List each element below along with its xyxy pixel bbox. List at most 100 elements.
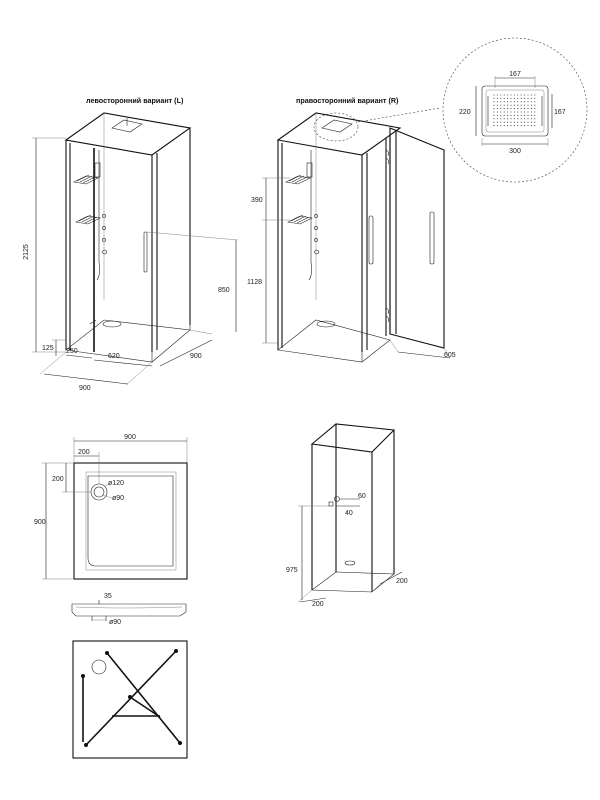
nozzle	[527, 108, 529, 110]
connection-offset-right-dim: 200	[396, 578, 408, 585]
nozzle	[493, 118, 495, 120]
nozzle	[493, 111, 495, 113]
nozzle	[496, 114, 498, 116]
rain-bottom-width-dim: 300	[509, 148, 521, 155]
nozzle	[500, 94, 502, 96]
tray-drain-inner	[93, 486, 105, 498]
left-variant-caption: левосторонний вариант (L)	[86, 96, 184, 105]
right-cabin-view: правосторонний вариант (R)	[247, 96, 456, 363]
nozzle	[517, 114, 519, 116]
nozzle	[496, 121, 498, 123]
tray-drain-outer-label: ø120	[108, 480, 124, 487]
left-tray-offset-dim: 250	[66, 348, 78, 355]
nozzle	[513, 125, 515, 127]
nozzle	[513, 97, 515, 99]
tray-depth-dim: 900	[34, 519, 46, 526]
right-handle-height-dim: 1128	[247, 279, 262, 286]
nozzle	[534, 125, 536, 127]
nozzle	[493, 121, 495, 123]
nozzle	[510, 114, 512, 116]
nozzle	[517, 125, 519, 127]
right-door-handle-inner	[368, 215, 374, 265]
nozzle	[520, 111, 522, 113]
right-drain	[316, 320, 336, 328]
nozzle	[534, 97, 536, 99]
nozzle	[534, 101, 536, 103]
nozzle	[530, 125, 532, 127]
nozzle	[534, 111, 536, 113]
nozzle	[493, 108, 495, 110]
tray-drain-outer	[90, 483, 108, 501]
rain-top-width-dim: 167	[509, 71, 521, 78]
left-width-dim: 900	[79, 385, 91, 392]
nozzle	[513, 111, 515, 113]
tray-side-view: 35 ø90	[71, 593, 187, 626]
tray-side-profile	[71, 603, 187, 617]
tray-drain-offset-x-dim: 200	[78, 449, 90, 456]
nozzle	[500, 97, 502, 99]
nozzle	[500, 104, 502, 106]
nozzle	[530, 114, 532, 116]
right-shelf-top	[285, 162, 313, 185]
nozzle	[507, 94, 509, 96]
nozzle	[520, 97, 522, 99]
nozzle	[534, 121, 536, 123]
nozzle	[534, 114, 536, 116]
nozzle	[524, 111, 526, 113]
connection-offset-left-dim: 200	[312, 601, 324, 608]
nozzle	[524, 101, 526, 103]
nozzle	[527, 111, 529, 113]
nozzle	[503, 101, 505, 103]
nozzle	[496, 97, 498, 99]
nozzle	[493, 94, 495, 96]
left-door-width-dim: 620	[108, 353, 120, 360]
left-depth-dim: 900	[190, 353, 202, 360]
pipe-inlet	[334, 496, 340, 502]
pipe-valve	[328, 501, 334, 507]
nozzle	[507, 125, 509, 127]
nozzle	[493, 101, 495, 103]
pipe-width-dim: 60	[358, 493, 366, 500]
connection-view: 60 40 975 200 200	[286, 423, 408, 608]
nozzle	[493, 97, 495, 99]
nozzle	[513, 118, 515, 120]
right-cabin-roof	[276, 112, 402, 156]
cabin-block-base	[311, 571, 395, 593]
tray-side-drain-dim: ø90	[109, 619, 121, 626]
left-tray-height-dim: 125	[42, 345, 54, 352]
nozzle	[530, 97, 532, 99]
nozzle	[507, 121, 509, 123]
nozzle	[530, 104, 532, 106]
nozzle	[524, 121, 526, 123]
nozzle	[520, 121, 522, 123]
tray-side-height-dim: 35	[104, 593, 112, 600]
nozzle	[510, 104, 512, 106]
nozzle	[503, 118, 505, 120]
nozzle	[530, 94, 532, 96]
nozzle	[527, 101, 529, 103]
nozzle	[517, 121, 519, 123]
nozzle	[500, 114, 502, 116]
nozzle	[517, 97, 519, 99]
nozzle	[493, 125, 495, 127]
nozzle	[493, 114, 495, 116]
nozzle	[534, 104, 536, 106]
nozzle	[496, 94, 498, 96]
nozzle	[517, 118, 519, 120]
nozzle	[520, 118, 522, 120]
nozzle	[507, 97, 509, 99]
nozzle	[534, 118, 536, 120]
nozzle	[507, 114, 509, 116]
nozzle	[530, 111, 532, 113]
nozzle	[520, 101, 522, 103]
nozzle	[507, 111, 509, 113]
left-shelf-top	[73, 162, 101, 185]
nozzle	[527, 104, 529, 106]
nozzle	[496, 125, 498, 127]
nozzle	[496, 104, 498, 106]
base-drain	[344, 560, 356, 566]
rain-height-right-dim: 167	[554, 109, 566, 116]
cabin-block-top	[310, 423, 396, 453]
tray-width-dim: 900	[124, 434, 136, 441]
connection-height-dim: 975	[286, 567, 298, 574]
